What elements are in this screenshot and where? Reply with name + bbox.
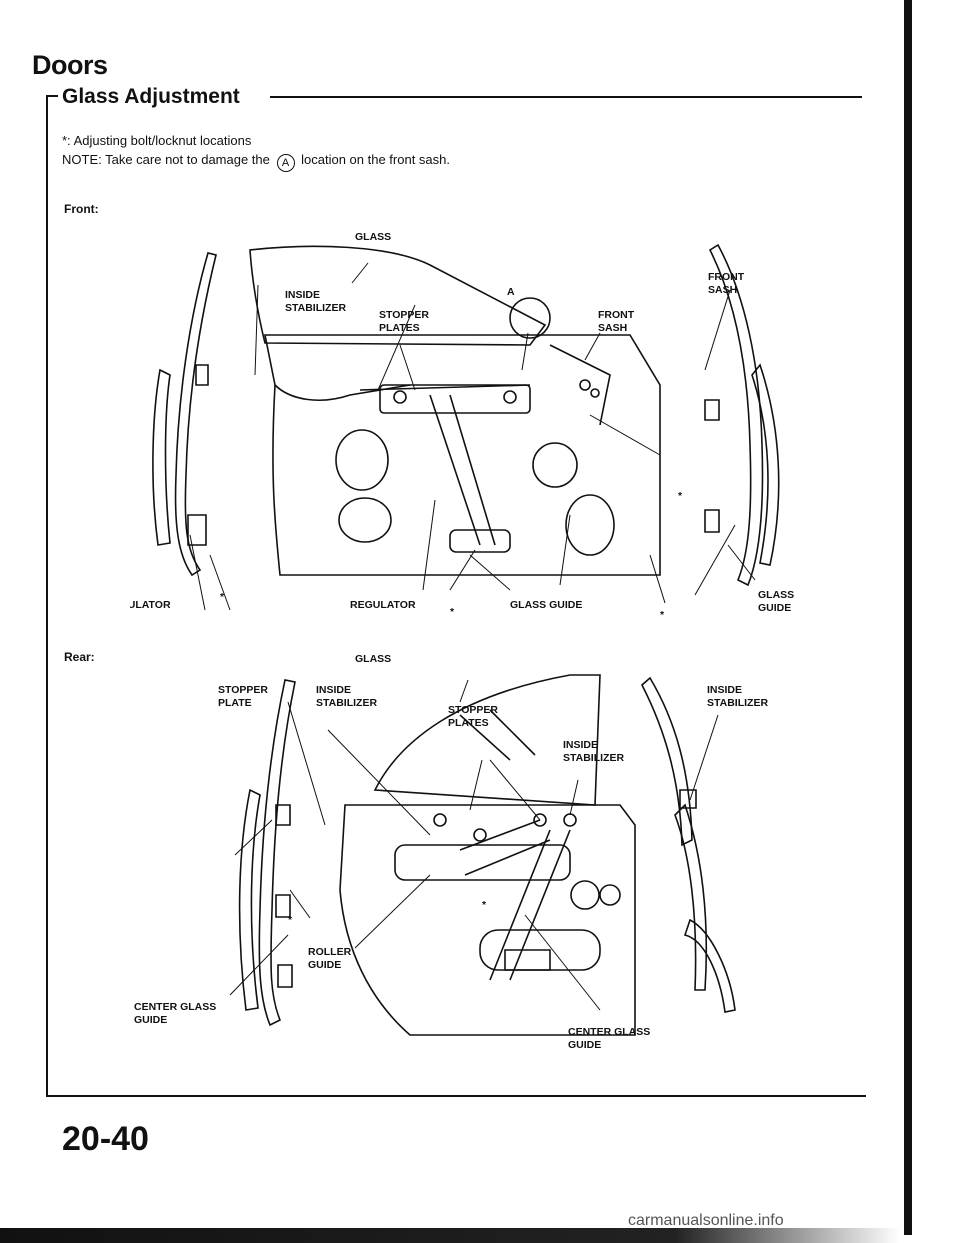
subtitle-rule [270, 96, 862, 98]
rear-door-diagram: GLASS STOPPER PLATE INSIDE STABILIZER ST… [134, 653, 768, 1051]
note-text-before: NOTE: Take care not to damage the [62, 152, 270, 167]
rear-label-roller-guide-1: ROLLER [308, 946, 352, 958]
front-glass-outline [250, 246, 545, 345]
front-label-stabilizer: STABILIZER [285, 302, 346, 314]
rear-label-inside-center-2: STABILIZER [563, 752, 624, 764]
frame-bottom-rule [46, 1095, 866, 1097]
front-label-asterisk-1: * [220, 591, 225, 603]
front-label-front-sash-inner-2: SASH [598, 322, 627, 334]
rear-label-stopper-plate-2: PLATE [218, 697, 252, 709]
circle-a-symbol: A [276, 154, 295, 172]
note-adjusting-bolts: *: Adjusting bolt/locknut locations [62, 133, 252, 148]
page-subtitle: Glass Adjustment [62, 85, 240, 108]
rear-label-glass: GLASS [355, 653, 391, 665]
frame-left-rule [46, 95, 48, 1095]
rear-label-stopper-plate-1: STOPPER [218, 684, 268, 696]
rear-label-inside-right-2: STABILIZER [707, 697, 768, 709]
rear-label-center-glass-left-1: CENTER GLASS [134, 1001, 216, 1013]
rear-label-inside-left-2: STABILIZER [316, 697, 377, 709]
front-label-front-sash-outer-1: FRONT [708, 271, 745, 283]
rear-label-center-glass-left-2: GUIDE [134, 1014, 167, 1026]
frame-corner [46, 95, 58, 97]
circle-a-letter: A [281, 157, 290, 169]
rear-label-asterisk-1: * [288, 914, 293, 926]
rear-door-panel [340, 805, 635, 1035]
front-label-glass: GLASS [355, 231, 391, 243]
front-label-regulator-center: REGULATOR [350, 599, 416, 611]
rear-label-inside-right-1: INSIDE [707, 684, 742, 696]
front-label-glass-guide-right-1: GLASS [758, 589, 794, 601]
front-door-diagram: GLASS INSIDE STABILIZER STOPPER PLATES A… [130, 231, 794, 621]
section-title: Doors [32, 50, 108, 80]
front-label-front-sash-inner-1: FRONT [598, 309, 635, 321]
rear-left-sash [259, 680, 295, 1025]
rear-label-inside-left-1: INSIDE [316, 684, 351, 696]
front-door-panel [265, 335, 660, 575]
front-label-stopper: STOPPER [379, 309, 429, 321]
rear-label-stopper-plates-1: STOPPER [448, 704, 498, 716]
front-right-sash [710, 245, 762, 585]
front-label-glass-guide-right-2: GUIDE [758, 602, 791, 614]
rear-label-center-glass-right-2: GUIDE [568, 1039, 601, 1051]
footer-scan-bar [0, 1228, 900, 1243]
front-heading: Front: [64, 202, 99, 216]
page-number: 20-40 [62, 1120, 149, 1158]
front-left-sash [176, 253, 216, 575]
rear-label-stopper-plates-2: PLATES [448, 717, 489, 729]
front-label-front-sash-outer-2: SASH [708, 284, 737, 296]
rear-heading: Rear: [64, 650, 95, 664]
rear-label-asterisk-2: * [482, 899, 487, 911]
watermark: carmanualsonline.info [628, 1212, 784, 1229]
page-edge-bar [904, 0, 912, 1235]
rear-label-roller-guide-2: GUIDE [308, 959, 341, 971]
rear-label-inside-center-1: INSIDE [563, 739, 598, 751]
front-label-plates: PLATES [379, 322, 420, 334]
front-label-asterisk-3: * [678, 490, 683, 502]
front-label-asterisk-4: * [660, 609, 665, 621]
rear-glass-outline [375, 675, 600, 805]
note-text-after: location on the front sash. [301, 152, 450, 167]
front-label-asterisk-2: * [450, 606, 455, 618]
rear-label-center-glass-right-1: CENTER GLASS [568, 1026, 650, 1038]
rear-right-sash [642, 678, 692, 845]
note-take-care: NOTE: Take care not to damage the A loca… [62, 152, 450, 172]
front-label-regulator-left: REGULATOR [130, 599, 171, 611]
front-label-inside: INSIDE [285, 289, 320, 301]
front-label-circle-a: A [507, 286, 515, 298]
front-label-glass-guide: GLASS GUIDE [510, 599, 582, 611]
